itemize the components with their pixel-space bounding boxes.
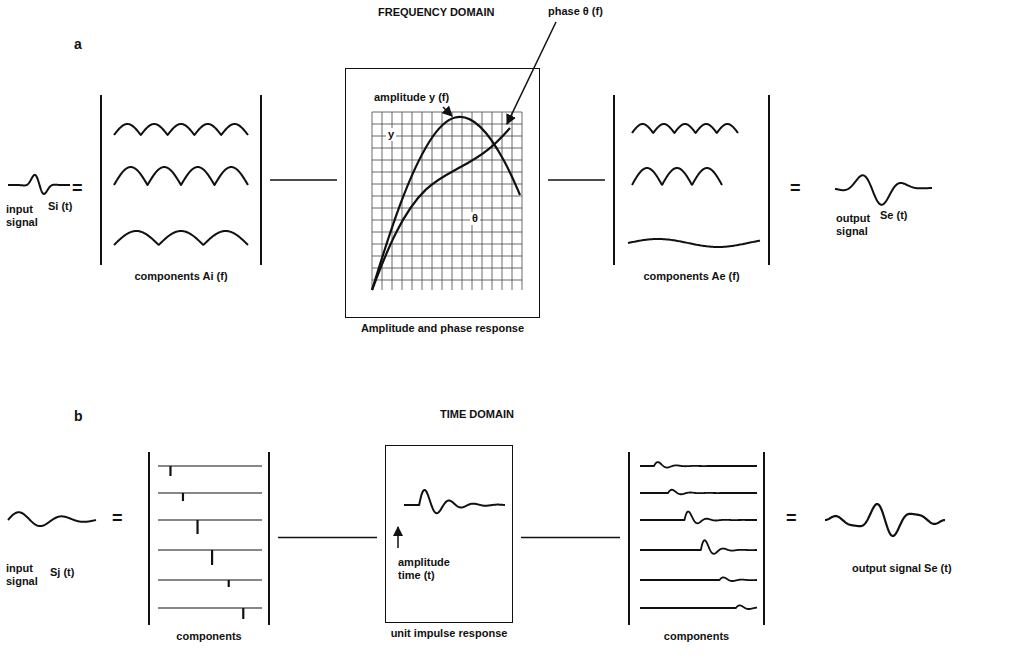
axis-label: amplitude time (t): [396, 556, 470, 582]
response-component-wave: [640, 540, 757, 554]
connector-dash: [548, 179, 605, 181]
section-heading: TIME DOMAIN: [440, 408, 514, 421]
component-bracket: components: [628, 452, 765, 625]
axis-symbol: θ: [470, 212, 480, 225]
response-box: amplitude y (f)Amplitude and phase respo…: [345, 68, 540, 318]
signal-label: input signal: [6, 203, 46, 229]
component-caption: components: [130, 630, 288, 643]
signal-name: Se (t): [880, 209, 908, 222]
impulse-baseline: [158, 580, 262, 581]
impulse-baseline: [158, 520, 262, 521]
impulse-baseline: [158, 493, 262, 494]
component-caption: components: [610, 630, 783, 643]
response-component-wave: [640, 577, 757, 581]
connector-dash: [521, 537, 620, 539]
impulse-tick: [182, 493, 184, 501]
impulse-tick: [169, 466, 171, 476]
connector-dash: [270, 179, 337, 181]
impulse-tick: [196, 520, 198, 534]
impulse-tick: [242, 608, 244, 619]
component-bracket: components Ae (f): [613, 95, 770, 265]
impulse-baseline: [158, 550, 262, 551]
component-caption: components Ae (f): [595, 270, 788, 283]
output-waveform: [835, 175, 932, 204]
component-wave: [114, 231, 248, 245]
signal-name: Sj (t): [50, 566, 74, 579]
component-bracket: components Ai (f): [100, 95, 262, 265]
component-wave: [114, 124, 248, 135]
impulse-tick: [228, 580, 230, 587]
box-caption: Amplitude and phase response: [326, 322, 559, 335]
response-component-wave: [640, 512, 757, 524]
amplitude-arrow: [397, 527, 399, 548]
input-waveform: [8, 175, 70, 194]
box-caption: unit impulse response: [366, 627, 532, 640]
equals-sign: =: [786, 508, 797, 530]
input-waveform: [8, 512, 96, 526]
section-heading: FREQUENCY DOMAIN: [378, 6, 495, 19]
component-wave: [632, 168, 722, 185]
response-component-wave: [640, 490, 757, 495]
signal-label: output signal: [836, 212, 878, 238]
component-wave: [114, 167, 248, 185]
component-wave: [632, 124, 738, 133]
axis-symbol: y: [386, 128, 396, 141]
amplitude-curve: [372, 117, 520, 290]
phase-curve: [372, 128, 510, 290]
component-caption: components Ai (f): [82, 270, 280, 283]
output-waveform: [825, 504, 945, 536]
signal-label: output signal Se (t): [852, 562, 952, 575]
connector-dash: [278, 537, 377, 539]
impulse-baseline: [158, 466, 262, 467]
phase-label: phase θ (f): [548, 5, 603, 18]
response-grid: [372, 112, 522, 290]
impulse-response-box: amplitude time (t)unit impulse response: [385, 445, 513, 623]
leader-line: [443, 107, 452, 116]
response-component-wave: [640, 605, 757, 609]
equals-sign: =: [790, 178, 801, 200]
equals-sign: =: [72, 178, 83, 200]
panel-letter: b: [74, 408, 83, 425]
component-wave: [628, 239, 760, 247]
axis-label: amplitude y (f): [372, 91, 451, 104]
impulse-response-wave: [404, 490, 505, 513]
component-bracket: components: [148, 452, 270, 625]
leader-line: [507, 22, 556, 124]
impulse-tick: [211, 550, 213, 565]
response-component-wave: [640, 462, 757, 467]
signal-name: Si (t): [48, 200, 72, 213]
impulse-baseline: [158, 608, 262, 609]
equals-sign: =: [112, 508, 123, 530]
signal-label: input signal: [6, 562, 46, 588]
panel-letter: a: [74, 36, 82, 53]
